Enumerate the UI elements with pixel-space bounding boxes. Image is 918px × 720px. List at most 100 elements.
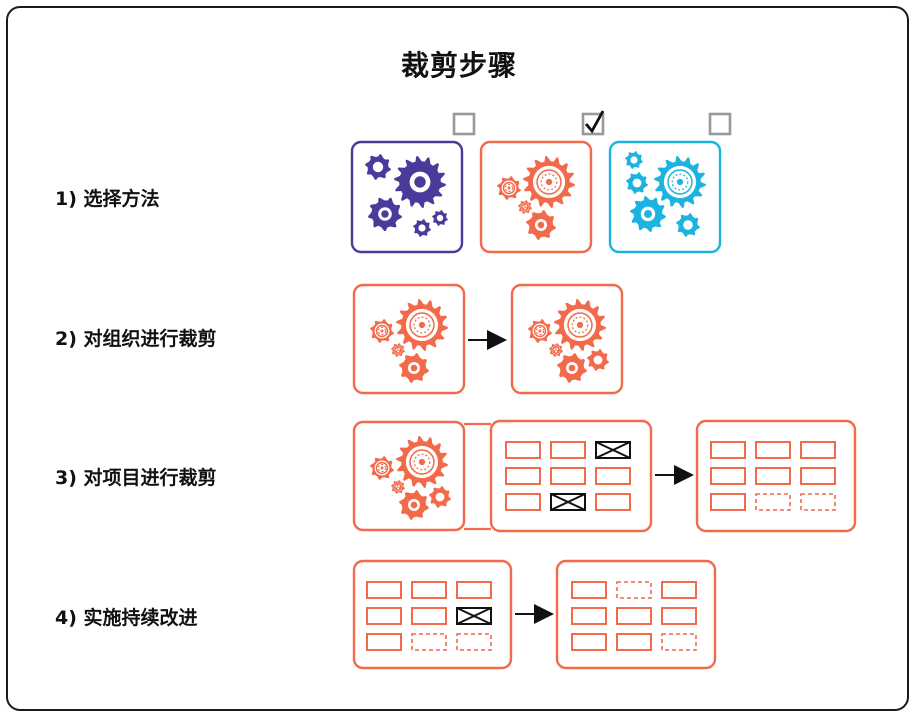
gear-center [397,349,399,351]
gear-ring [375,461,389,475]
gear-center [414,176,426,188]
cell [616,633,652,651]
gears-icon [365,154,448,237]
gear-hole [436,214,444,222]
cross-out-icon [595,441,631,459]
cell-outline [456,607,492,625]
gear-hole [683,220,693,230]
gears-icon [497,156,575,240]
improve-cells-before [366,581,492,651]
gear-center [418,321,426,329]
gear-center [410,364,418,372]
gear-center [545,178,553,186]
gear-hole [593,355,603,365]
gear-center [576,321,584,329]
gear-ring [375,324,389,338]
gear-ring [409,312,435,338]
gear-hole [372,161,384,173]
cell [571,607,607,625]
cell-removed [616,581,652,599]
gear-ring-dashed [535,326,545,336]
cell [616,607,652,625]
cell-outline [550,493,586,511]
gear-ring-dashed [553,347,559,353]
project-cells-tailored [710,441,836,511]
gear-center [507,186,511,190]
cell [755,441,791,459]
cell [800,441,836,459]
page-title: 裁剪步骤 [400,49,517,82]
gear-ring-dashed [540,173,558,191]
gear-ring-dashed [395,347,401,353]
cell [456,581,492,599]
cell [595,467,631,485]
cell [505,467,541,485]
gear-center [537,221,545,229]
cell [710,493,746,511]
gear-ring-dashed [671,173,689,191]
cell [571,581,607,599]
gears-icon [625,151,706,237]
gear-center [380,466,384,470]
gears-icon [370,299,448,383]
gear-ring [521,203,529,211]
cell [366,607,402,625]
cell-removed [661,633,697,651]
gear-center [568,364,576,372]
cell-outline [595,441,631,459]
cell [411,607,447,625]
cell [550,467,586,485]
cell [550,441,586,459]
project-cells-marked [505,441,631,511]
gear-hole [435,492,445,502]
cell [755,467,791,485]
gear-ring [394,483,402,491]
gear-center [524,206,526,208]
cross-out-icon [550,493,586,511]
step-1-label: 1) 选择方法 [55,188,160,210]
cell [366,581,402,599]
gear-center [538,329,542,333]
gear-ring-dashed [571,316,589,334]
gear-ring [536,169,562,195]
gear-ring-dashed [377,326,387,336]
cell [710,441,746,459]
gear-ring-dashed [413,316,431,334]
gear-ring [533,324,547,338]
gear-ring-dashed [377,463,387,473]
cell [595,493,631,511]
gears-icon [528,299,609,383]
gear-ring [667,169,693,195]
step-2-label: 2) 对组织进行裁剪 [55,328,217,350]
gear-center [644,210,652,218]
gear-center [676,178,684,186]
gear-center [381,210,389,218]
gear-ring [552,346,560,354]
gear-ring-dashed [395,484,401,490]
cell [710,467,746,485]
gear-ring-dashed [413,453,431,471]
cell-removed [800,493,836,511]
gear-ring [502,181,516,195]
improve-cells-after [571,581,697,651]
gear-hole [418,224,426,232]
cell-removed [755,493,791,511]
cell-removed [456,633,492,651]
gears-icon [370,436,451,520]
cell [571,633,607,651]
gear-ring [394,346,402,354]
cell [800,467,836,485]
step-3-label: 3) 对项目进行裁剪 [55,467,217,489]
gear-center [380,329,384,333]
step-4-label: 4) 实施持续改进 [55,607,198,629]
gear-center [418,458,426,466]
checkbox-icon [708,112,732,136]
cell-removed [411,633,447,651]
gear-ring [567,312,593,338]
cell [366,633,402,651]
gear-hole [630,156,638,164]
gear-ring-dashed [504,183,514,193]
gear-center [397,486,399,488]
check-mark-icon [584,110,605,134]
